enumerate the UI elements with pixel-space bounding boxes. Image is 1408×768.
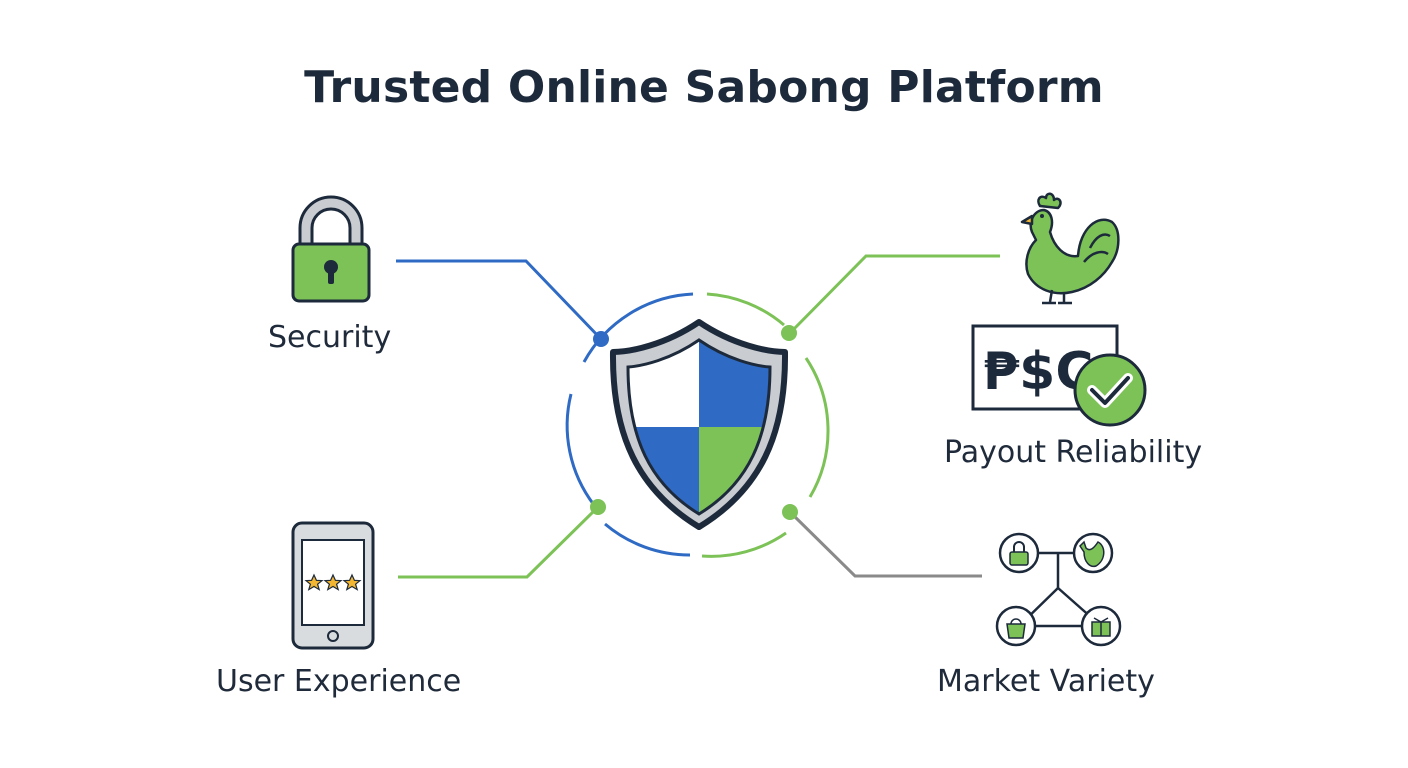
- connector-market-variety: [788, 510, 982, 578]
- rating-stars: [304, 573, 362, 591]
- label-user-experience: User Experience: [216, 664, 462, 699]
- ring-dot-rooster: [781, 325, 797, 341]
- smartphone-rating-icon: [291, 521, 375, 650]
- label-market-variety: Market Variety: [937, 664, 1155, 699]
- label-security: Security: [268, 320, 392, 355]
- connector-user-experience: [398, 505, 600, 579]
- label-payout-reliability: Payout Reliability: [944, 435, 1203, 470]
- currency-check-icon: ₱$C: [971, 324, 1147, 427]
- center-ring: [565, 292, 830, 558]
- page-title: Trusted Online Sabong Platform: [304, 62, 1104, 113]
- check-badge-icon: [1073, 353, 1147, 427]
- ring-dot-user-experience: [590, 499, 606, 515]
- connector-security: [396, 259, 602, 340]
- rooster-icon: [1020, 192, 1120, 305]
- network-icon: [995, 532, 1122, 647]
- connector-rooster: [788, 254, 1000, 335]
- ring-dot-security: [593, 331, 609, 347]
- padlock-icon: [291, 195, 371, 303]
- ring-dot-market-variety: [782, 504, 798, 520]
- shield-icon: [609, 319, 789, 530]
